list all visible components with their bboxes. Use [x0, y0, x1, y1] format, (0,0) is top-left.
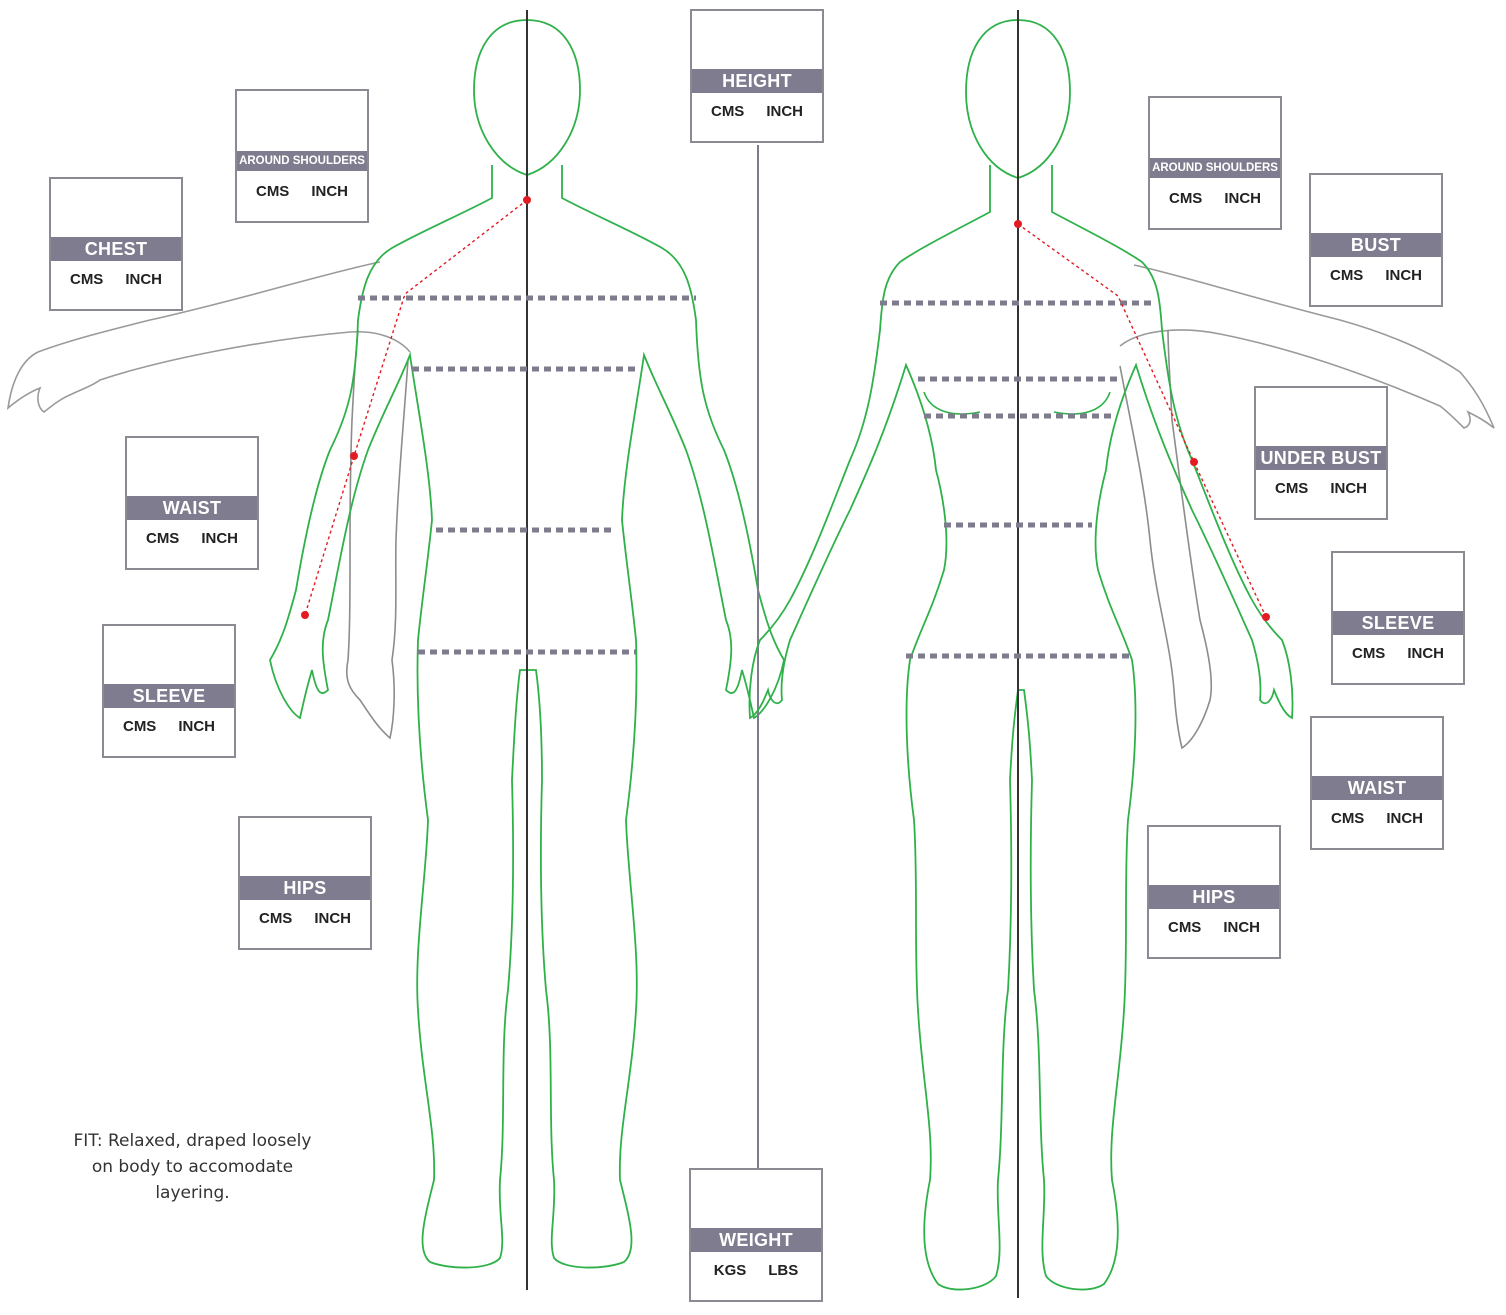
male-chest-box: CHEST CMS INCH [49, 177, 183, 311]
male-waist-label: WAIST [127, 496, 257, 520]
male-lower-arm [347, 330, 408, 738]
weight-label: WEIGHT [691, 1228, 821, 1252]
male-hips-entry-field[interactable] [240, 824, 370, 876]
female-sleeve-line [1018, 224, 1266, 617]
male-waist-box: WAIST CMS INCH [125, 436, 259, 570]
female-waist-box: WAIST CMS INCH [1310, 716, 1444, 850]
female-sleeve-units: CMS INCH [1333, 645, 1463, 662]
female-hips-box: HIPS CMS INCH [1147, 825, 1281, 959]
female-sleeve-path [1014, 220, 1270, 621]
female-hips-unit-cms[interactable]: CMS [1168, 919, 1201, 936]
female-waist-units: CMS INCH [1312, 810, 1442, 827]
weight-unit-lbs[interactable]: LBS [768, 1262, 798, 1279]
male-neck-point [523, 196, 531, 204]
height-box: HEIGHT CMS INCH [690, 9, 824, 143]
male-sleeve-unit-inch[interactable]: INCH [178, 718, 215, 735]
female-sleeve-unit-cms[interactable]: CMS [1352, 645, 1385, 662]
female-around-shoulders-unit-cms[interactable]: CMS [1169, 190, 1202, 207]
female-sleeve-label: SLEEVE [1333, 611, 1463, 635]
female-bust-unit-cms[interactable]: CMS [1330, 267, 1363, 284]
female-under-bust-unit-cms[interactable]: CMS [1275, 480, 1308, 497]
male-around-shoulders-unit-cms[interactable]: CMS [256, 183, 289, 200]
weight-box: WEIGHT KGS LBS [689, 1168, 823, 1302]
male-elbow-point [350, 452, 358, 460]
female-around-shoulders-unit-inch[interactable]: INCH [1224, 190, 1261, 207]
male-wrist-point [301, 611, 309, 619]
female-waist-label: WAIST [1312, 776, 1442, 800]
female-lower-arm [1120, 330, 1211, 748]
height-unit-inch[interactable]: INCH [766, 103, 803, 120]
male-sleeve-label: SLEEVE [104, 684, 234, 708]
male-hips-units: CMS INCH [240, 910, 370, 927]
female-under-bust-units: CMS INCH [1256, 480, 1386, 497]
female-bust-label: BUST [1311, 233, 1441, 257]
male-sleeve-unit-cms[interactable]: CMS [123, 718, 156, 735]
male-chest-label: CHEST [51, 237, 181, 261]
male-around-shoulders-box: AROUND SHOULDERS CMS INCH [235, 89, 369, 223]
male-hips-label: HIPS [240, 876, 370, 900]
female-hips-units: CMS INCH [1149, 919, 1279, 936]
height-entry-field[interactable] [692, 17, 822, 69]
female-bust-units: CMS INCH [1311, 267, 1441, 284]
female-around-shoulders-label: AROUND SHOULDERS [1150, 158, 1280, 178]
male-waist-unit-cms[interactable]: CMS [146, 530, 179, 547]
female-elbow-point [1190, 458, 1198, 466]
male-sleeve-line [305, 200, 527, 615]
male-chest-unit-inch[interactable]: INCH [125, 271, 162, 288]
female-waist-entry-field[interactable] [1312, 724, 1442, 776]
male-hips-unit-cms[interactable]: CMS [259, 910, 292, 927]
female-under-bust-unit-inch[interactable]: INCH [1330, 480, 1367, 497]
female-hips-entry-field[interactable] [1149, 833, 1279, 885]
female-sleeve-box: SLEEVE CMS INCH [1331, 551, 1465, 685]
male-around-shoulders-label: AROUND SHOULDERS [237, 151, 367, 171]
female-waist-unit-inch[interactable]: INCH [1386, 810, 1423, 827]
female-around-shoulders-units: CMS INCH [1150, 190, 1280, 207]
male-around-shoulders-units: CMS INCH [237, 183, 367, 200]
male-sleeve-box: SLEEVE CMS INCH [102, 624, 236, 758]
female-around-shoulders-box: AROUND SHOULDERS CMS INCH [1148, 96, 1282, 230]
female-bust-entry-field[interactable] [1311, 181, 1441, 233]
male-chest-entry-field[interactable] [51, 185, 181, 237]
weight-entry-field[interactable] [691, 1176, 821, 1228]
male-sleeve-entry-field[interactable] [104, 632, 234, 684]
male-hips-box: HIPS CMS INCH [238, 816, 372, 950]
female-waist-unit-cms[interactable]: CMS [1331, 810, 1364, 827]
fit-note-line-3: layering. [55, 1180, 330, 1206]
fit-note-line-1: FIT: Relaxed, draped loosely [55, 1128, 330, 1154]
female-neck-point [1014, 220, 1022, 228]
male-chest-unit-cms[interactable]: CMS [70, 271, 103, 288]
female-under-bust-label: UNDER BUST [1256, 446, 1386, 470]
female-wrist-point [1262, 613, 1270, 621]
male-sleeve-units: CMS INCH [104, 718, 234, 735]
female-body-outline [749, 165, 1292, 1290]
weight-unit-kgs[interactable]: KGS [714, 1262, 747, 1279]
female-hips-unit-inch[interactable]: INCH [1223, 919, 1260, 936]
male-around-shoulders-entry-field[interactable] [237, 97, 367, 149]
male-hips-unit-inch[interactable]: INCH [314, 910, 351, 927]
fit-note: FIT: Relaxed, draped loosely on body to … [55, 1128, 330, 1206]
weight-units: KGS LBS [691, 1262, 821, 1279]
height-units: CMS INCH [692, 103, 822, 120]
female-under-bust-box: UNDER BUST CMS INCH [1254, 386, 1388, 520]
female-hips-label: HIPS [1149, 885, 1279, 909]
female-sleeve-entry-field[interactable] [1333, 559, 1463, 611]
male-around-shoulders-unit-inch[interactable]: INCH [311, 183, 348, 200]
female-under-bust-entry-field[interactable] [1256, 394, 1386, 446]
female-bust-unit-inch[interactable]: INCH [1385, 267, 1422, 284]
male-waist-units: CMS INCH [127, 530, 257, 547]
male-chest-units: CMS INCH [51, 271, 181, 288]
male-waist-unit-inch[interactable]: INCH [201, 530, 238, 547]
male-waist-entry-field[interactable] [127, 444, 257, 496]
female-around-shoulders-entry-field[interactable] [1150, 104, 1280, 156]
fit-note-line-2: on body to accomodate [55, 1154, 330, 1180]
male-sleeve-path [301, 196, 531, 619]
female-bust-box: BUST CMS INCH [1309, 173, 1443, 307]
height-unit-cms[interactable]: CMS [711, 103, 744, 120]
height-label: HEIGHT [692, 69, 822, 93]
female-sleeve-unit-inch[interactable]: INCH [1407, 645, 1444, 662]
